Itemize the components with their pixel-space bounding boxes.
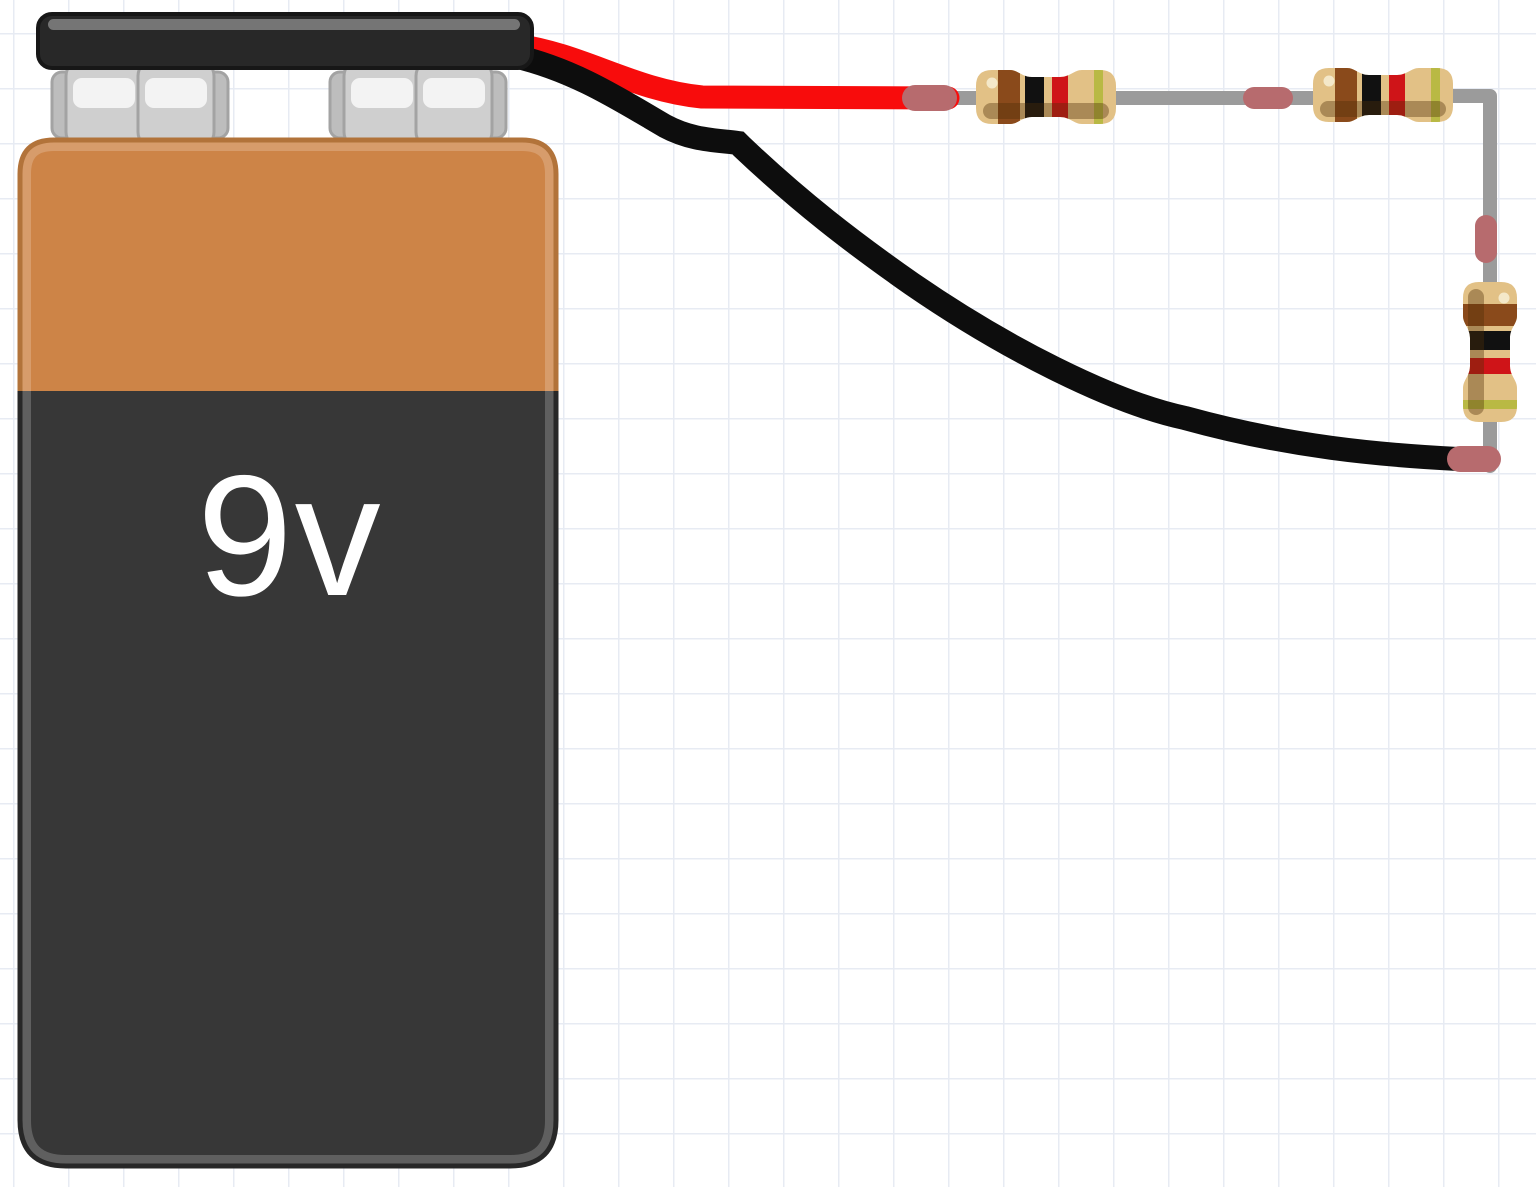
resistor-3[interactable]	[1463, 282, 1517, 422]
battery-dark-section	[20, 391, 556, 1166]
wire-positive-red[interactable]	[504, 33, 960, 110]
cap-highlight	[48, 19, 520, 30]
resistor-1[interactable]	[976, 70, 1116, 124]
battery-clip-cap	[36, 12, 534, 70]
battery-9v[interactable]: 9v	[20, 12, 556, 1166]
resistor-leads	[938, 89, 1497, 473]
battery-orange-section	[20, 140, 556, 391]
battery-body: 9v	[20, 140, 556, 1166]
wire-negative-black[interactable]	[502, 44, 1470, 471]
solder-junctions	[902, 85, 1501, 472]
battery-terminal-positive[interactable]	[50, 58, 230, 150]
battery-terminal-negative[interactable]	[328, 58, 508, 150]
battery-voltage-label: 9v	[197, 440, 383, 632]
resistor-2[interactable]	[1313, 68, 1453, 122]
